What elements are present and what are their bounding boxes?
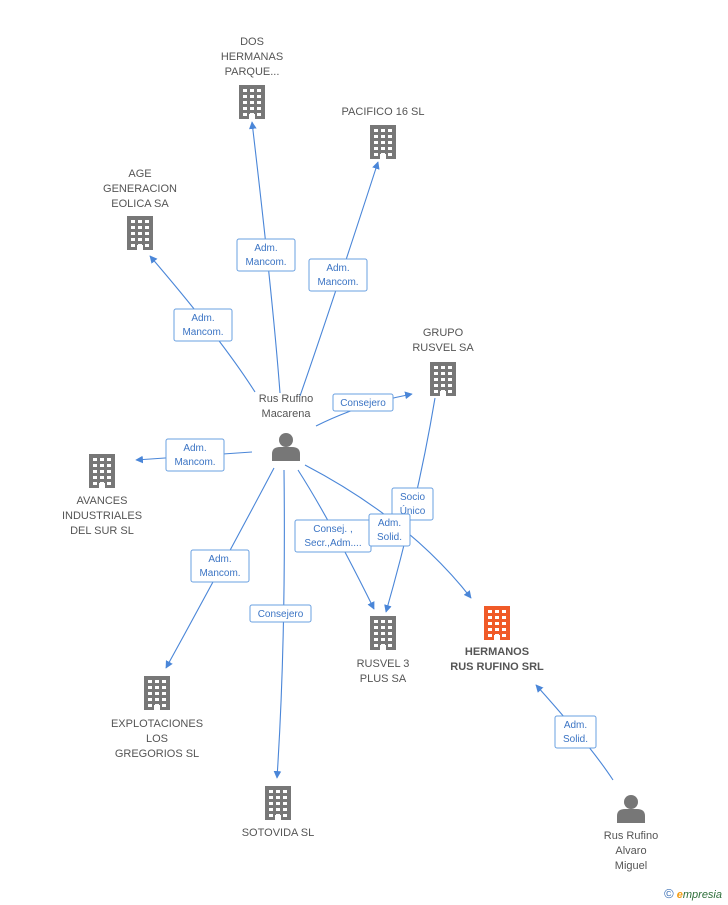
edge-label-text: Adm. [183,443,206,454]
node-label-line: Rus Rufino [604,830,658,842]
edge-to-dos-hermanas [248,121,281,394]
node-label-line: RUSVEL SA [412,342,474,354]
node-label-line: INDUSTRIALES [62,510,142,522]
node-dos-hermanas[interactable]: DOS HERMANAS PARQUE... [221,36,283,119]
person-icon [272,433,300,461]
node-label-line: RUSVEL 3 [357,658,410,670]
edge-label-text: Mancom. [199,568,240,579]
edge-label-text: Adm. [254,243,277,254]
node-label-line: GRUPO [423,327,464,339]
edge-label-text: Solid. [377,532,402,543]
copyright-symbol: © [664,886,674,901]
brand-initial: e [676,889,683,901]
node-label-line: LOS [146,733,168,745]
edge-label-text: Mancom. [182,327,223,338]
edge-label-text: Mancom. [245,257,286,268]
node-label-line: Miguel [615,860,647,872]
building-icon [370,616,396,650]
node-label-line: HERMANAS [221,51,283,63]
person-icon [617,795,645,823]
building-icon [265,786,291,820]
edge-label-to-rusvel3-solid: Adm. Solid. [368,513,411,547]
edge-label-to-explotaciones: Adm. Mancom. [190,549,250,583]
node-label-line: Rus Rufino [259,393,313,405]
building-icon [370,125,396,159]
edge-label-text: Consejero [340,398,386,409]
edge-label-text: Adm. [326,263,349,274]
edge-label-to-rusvel3-consej: Consej. , Secr.,Adm.... [294,519,372,553]
building-icon [127,216,153,250]
building-highlight-icon [484,606,510,640]
edge-label-text: Consejero [258,609,304,620]
node-label-line: GENERACION [103,183,177,195]
edge-label-text: Adm. [378,518,401,529]
edge-label-text: Socio [400,492,425,503]
node-label-line: AVANCES [77,495,128,507]
edge-label-text: Mancom. [174,457,215,468]
node-label-line: PLUS SA [360,673,407,685]
edge-label-text: Adm. [208,554,231,565]
edge-label-alvaro-to-hermanos: Adm. Solid. [554,715,597,749]
edge-label-to-grupo: Consejero [332,393,394,412]
node-label-line: PARQUE... [225,66,280,78]
edge-label-to-age: Adm. Mancom. [173,308,233,342]
edge-label-text: Secr.,Adm.... [304,538,361,549]
node-rusvel3[interactable]: RUSVEL 3 PLUS SA [357,616,410,685]
edge-label-text: Adm. [564,720,587,731]
edge-label-text: Mancom. [317,277,358,288]
node-explotaciones[interactable]: EXPLOTACIONES LOS GREGORIOS SL [111,676,203,760]
node-hermanos[interactable]: HERMANOS RUS RUFINO SRL [450,606,544,673]
node-age[interactable]: AGE GENERACION EOLICA SA [103,168,177,250]
node-pacifico[interactable]: PACIFICO 16 SL [342,106,425,159]
node-avances[interactable]: AVANCES INDUSTRIALES DEL SUR SL [62,454,142,537]
node-label-line: Macarena [262,408,312,420]
node-label-line: GREGORIOS SL [115,748,199,760]
building-icon [89,454,115,488]
node-grupo-rusvel[interactable]: GRUPO RUSVEL SA [412,327,474,396]
node-label-line: DEL SUR SL [70,525,134,537]
node-label-line: RUS RUFINO SRL [450,661,544,673]
edge-label-to-dos-hermanas: Adm. Mancom. [236,238,296,272]
node-label-line: PACIFICO 16 SL [342,106,425,118]
edge-label-to-avances: Adm. Mancom. [165,438,225,472]
edge-label-to-sotovida: Consejero [249,604,312,623]
empresia-watermark: © empresia [664,886,722,901]
edge-to-sotovida [273,469,285,779]
edge-label-text: Adm. [191,313,214,324]
node-label-line: SOTOVIDA SL [242,827,315,839]
node-label-line: EXPLOTACIONES [111,718,203,730]
building-icon [144,676,170,710]
node-label-line: HERMANOS [465,646,529,658]
building-icon [430,362,456,396]
node-sotovida[interactable]: SOTOVIDA SL [242,786,315,839]
node-label-line: AGE [128,168,151,180]
node-label-line: Alvaro [615,845,646,857]
node-label-line: EOLICA SA [111,198,169,210]
edge-label-text: Solid. [563,734,588,745]
edge-label-text: Consej. , [313,524,352,535]
building-icon [239,85,265,119]
node-label-line: DOS [240,36,264,48]
brand-name: mpresia [682,889,722,901]
edge-to-pacifico [299,161,380,397]
edge-label-to-pacifico: Adm. Mancom. [308,258,368,292]
